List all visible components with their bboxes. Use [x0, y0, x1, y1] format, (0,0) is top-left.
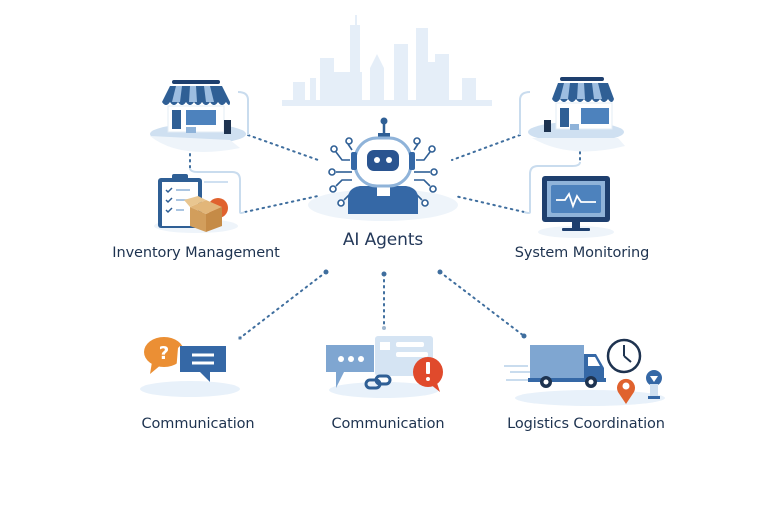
connector-communication-1 [239, 271, 327, 339]
clock-icon [606, 338, 642, 374]
connector-inventory-bottom [244, 195, 319, 213]
svg-text:?: ? [159, 343, 169, 364]
node-label-communication-2: Communication [331, 416, 445, 432]
city-skyline-icon [282, 15, 492, 106]
connector-lines [189, 134, 581, 339]
node-label-monitoring: System Monitoring [514, 245, 650, 261]
node-label-logistics: Logistics Coordination [507, 416, 665, 432]
hourglass-pin-icon [646, 370, 662, 399]
connector-inventory-top [247, 134, 319, 161]
node-label-inventory: Inventory Management [112, 245, 280, 261]
center-label: AI Agents [342, 230, 424, 250]
connector-logistics [439, 271, 525, 337]
storefront-icon [150, 80, 246, 152]
monitor-heartbeat-icon [538, 176, 614, 238]
question-bubble-icon: ? [140, 337, 240, 397]
box-icon [184, 196, 228, 232]
connector-monitoring-bottom [454, 195, 525, 213]
typing-bubble-icon [326, 345, 374, 388]
alert-bubble-icon [413, 357, 443, 392]
connector-monitoring-top [451, 134, 521, 161]
location-pin-icon [617, 378, 635, 404]
link-icon [364, 374, 392, 390]
robot-icon [308, 117, 458, 221]
chat-bubble-icon [176, 346, 226, 382]
node-label-communication-1: Communication [141, 416, 255, 432]
storefront-icon [528, 77, 625, 152]
